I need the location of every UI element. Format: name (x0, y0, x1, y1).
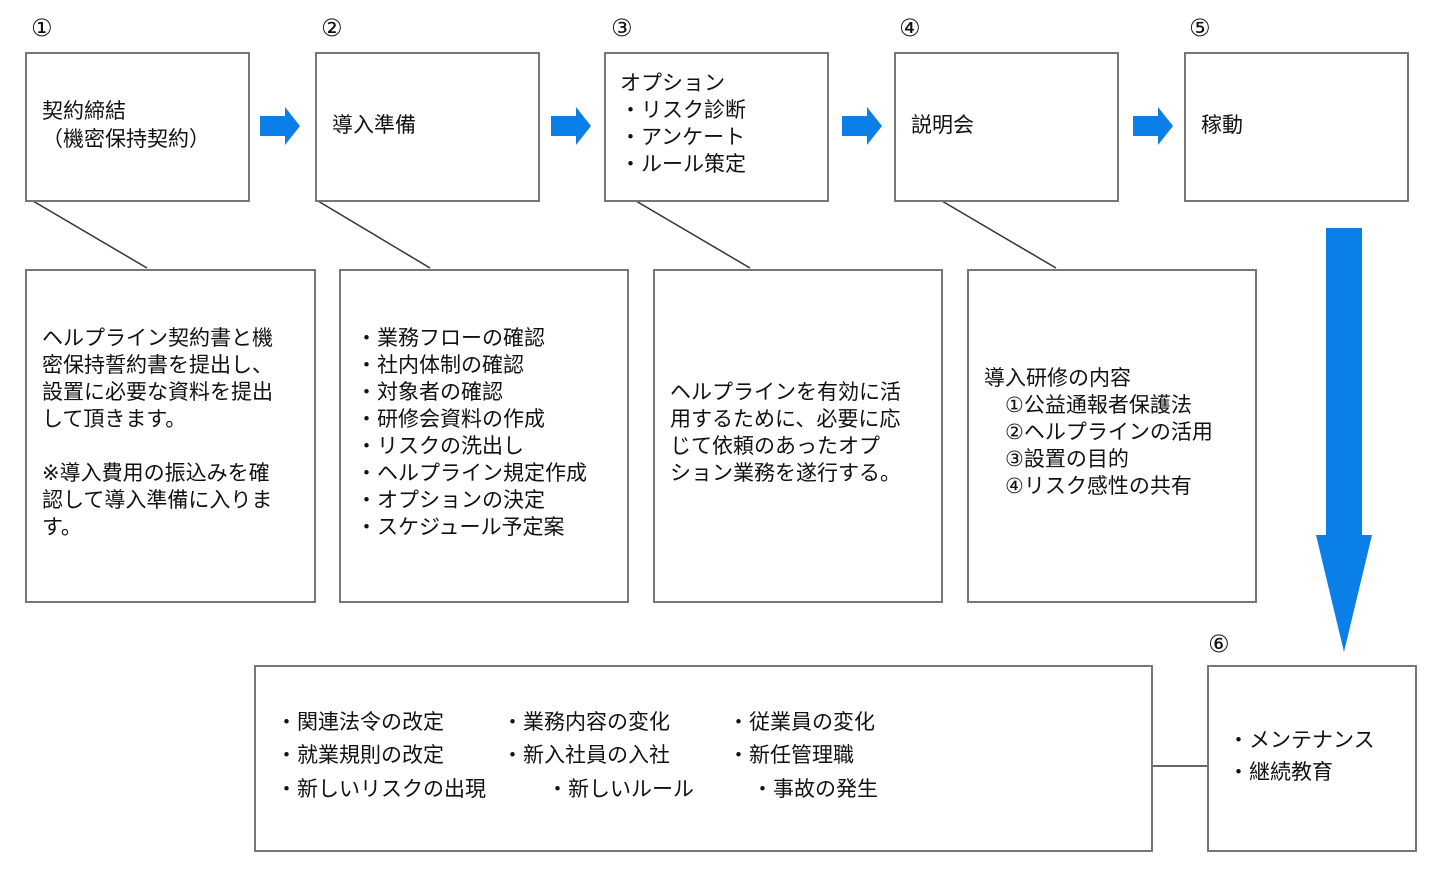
step-number-3: ③ (611, 14, 633, 42)
reason-item: ・新入社員の入社 (502, 743, 670, 767)
detail-4-line-5: ④リスク感性の共有 (984, 474, 1192, 498)
detail-2-line-8: ・スケジュール予定案 (356, 515, 565, 539)
detail-4-line-2: ①公益通報者保護法 (984, 393, 1192, 417)
detail-3-line-4: ション業務を遂行する。 (670, 461, 901, 485)
step-title-1-line-1: 契約締結 (42, 99, 126, 123)
detail-2-line-4: ・研修会資料の作成 (356, 407, 545, 431)
detail-1-line-3: 設置に必要な資料を提出 (42, 380, 273, 404)
detail-2-line-6: ・ヘルプライン規定作成 (356, 461, 587, 485)
detail-1-line-1: ヘルプライン契約書と機 (42, 326, 273, 350)
right-arrow-icon (1133, 107, 1173, 145)
connector-step4-detail4 (941, 200, 1057, 269)
step-number-6: ⑥ (1208, 630, 1230, 658)
step-box-1 (25, 52, 250, 202)
detail-2-line-1: ・業務フローの確認 (356, 326, 545, 350)
step-title-5-line-1: 稼動 (1201, 113, 1243, 137)
reason-item: ・新しいルール (547, 777, 694, 801)
step-title-3-line-3: ・アンケート (620, 125, 746, 149)
detail-2-line-2: ・社内体制の確認 (356, 353, 524, 377)
step-title-6-line-2: ・継続教育 (1228, 760, 1333, 784)
step-title-6-line-1: ・メンテナンス (1228, 728, 1375, 752)
detail-4-line-3: ②ヘルプラインの活用 (984, 420, 1213, 444)
detail-2-line-5: ・リスクの洗出し (356, 434, 524, 458)
reason-item: ・関連法令の改定 (276, 710, 444, 734)
detail-1-line-8: す。 (42, 515, 82, 539)
connector-step2-detail2 (317, 200, 431, 269)
step-box-4 (894, 52, 1119, 202)
step-title-1-line-2: （機密保持契約） (42, 127, 210, 151)
right-arrow-icon (842, 107, 882, 145)
step-box-3 (604, 52, 829, 202)
connector-step3-detail3 (635, 200, 751, 269)
reason-item: ・新しいリスクの出現 (276, 777, 486, 801)
right-arrow-icon (551, 107, 591, 145)
detail-1-line-6: ※導入費用の振込みを確 (42, 461, 270, 485)
detail-3-line-2: 用するために、必要に応 (670, 407, 901, 431)
detail-box-2 (339, 269, 629, 603)
step-number-1: ① (31, 14, 53, 42)
maintenance-reasons-box (254, 665, 1153, 852)
reason-item: ・業務内容の変化 (502, 710, 670, 734)
detail-1-line-4: して頂きます。 (42, 407, 187, 431)
detail-4-line-4: ③設置の目的 (984, 447, 1129, 471)
step-box-5 (1184, 52, 1409, 202)
step-box-6 (1207, 665, 1417, 852)
detail-3-line-1: ヘルプラインを有効に活 (670, 380, 901, 404)
step-title-4-line-1: 説明会 (911, 113, 974, 137)
reason-item: ・就業規則の改定 (276, 743, 444, 767)
step-title-3-line-2: ・リスク診断 (620, 98, 746, 122)
detail-box-1 (25, 269, 316, 603)
step-title-3-line-4: ・ルール策定 (620, 152, 746, 176)
step-number-2: ② (321, 14, 343, 42)
detail-4-line-1: 導入研修の内容 (984, 366, 1131, 390)
reason-item: ・事故の発生 (752, 777, 878, 801)
reason-item: ・従業員の変化 (728, 710, 875, 734)
step-title-3-line-1: オプション (620, 71, 725, 95)
right-arrow-icon (260, 107, 300, 145)
detail-box-4 (967, 269, 1257, 603)
detail-1-line-7: 認して導入準備に入りま (42, 488, 273, 512)
detail-3-line-3: じて依頼のあったオプ (670, 434, 880, 458)
step-number-5: ⑤ (1189, 14, 1211, 42)
detail-1-line-2: 密保持誓約書を提出し、 (42, 353, 273, 377)
detail-box-3 (653, 269, 943, 603)
down-arrow-icon (1316, 228, 1372, 652)
detail-2-line-7: ・オプションの決定 (356, 488, 545, 512)
step-box-2 (315, 52, 540, 202)
connector-step1-detail1 (32, 200, 148, 269)
step-title-2-line-1: 導入準備 (332, 113, 416, 137)
detail-2-line-3: ・対象者の確認 (356, 380, 503, 404)
step-number-4: ④ (899, 14, 921, 42)
reason-item: ・新任管理職 (728, 743, 854, 767)
